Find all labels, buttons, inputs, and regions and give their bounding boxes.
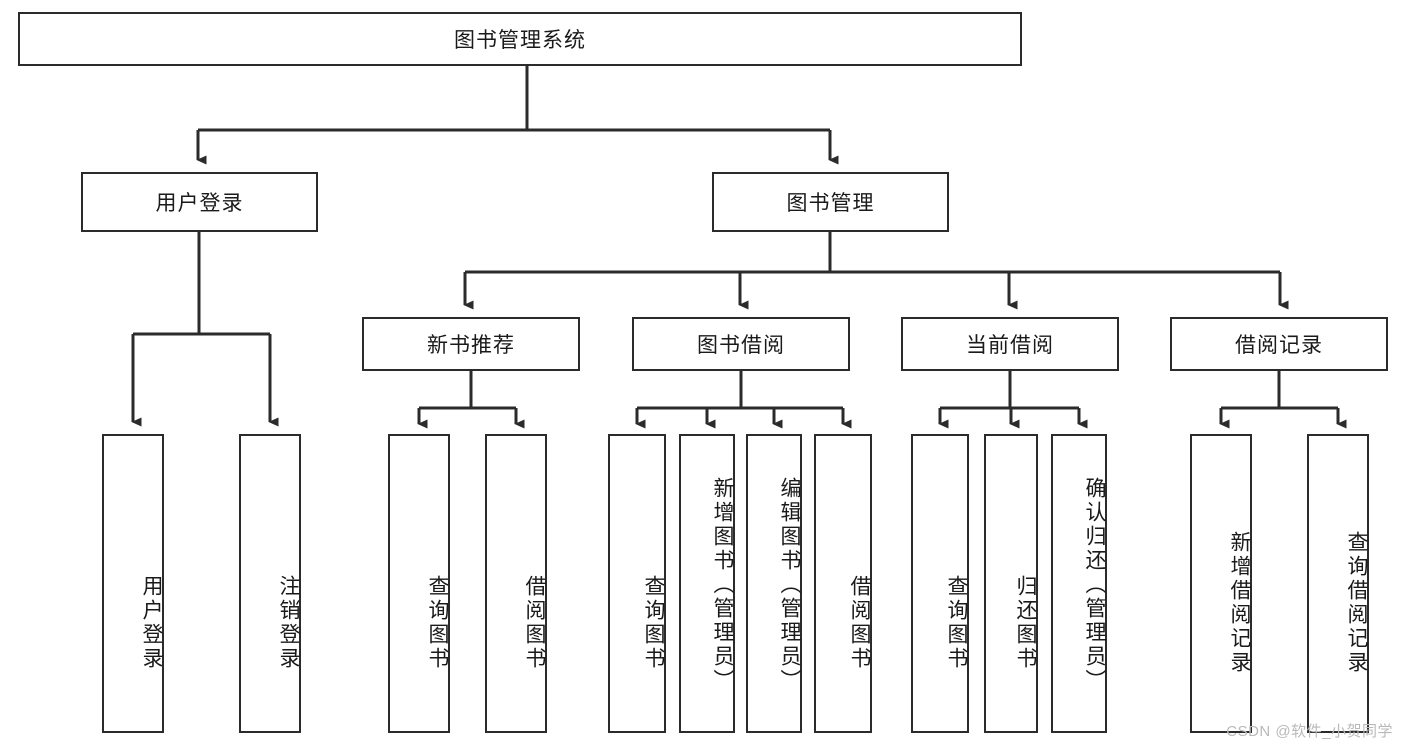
node-leaf-edit-book-label: 编辑图书（管理员） [778, 477, 801, 693]
node-user-login-label: 用户登录 [155, 192, 244, 215]
node-leaf-user-login[interactable]: 用户登录 [102, 434, 164, 733]
node-leaf-return-book[interactable]: 归还图书 [984, 434, 1038, 733]
node-new-book-rec-label: 新书推荐 [427, 334, 515, 357]
node-leaf-user-login-label: 用户登录 [140, 574, 163, 671]
node-user-login[interactable]: 用户登录 [81, 172, 318, 232]
node-leaf-borrow-book-2[interactable]: 借阅图书 [814, 434, 872, 733]
node-leaf-query-book-1[interactable]: 查询图书 [388, 434, 450, 733]
node-leaf-confirm-return[interactable]: 确认归还（管理员） [1051, 434, 1107, 733]
node-leaf-borrow-book-1[interactable]: 借阅图书 [485, 434, 547, 733]
node-book-borrow-label: 图书借阅 [697, 334, 785, 357]
node-leaf-add-record[interactable]: 新增借阅记录 [1190, 434, 1252, 733]
node-current-borrow-label: 当前借阅 [966, 334, 1054, 357]
node-leaf-query-book-1-label: 查询图书 [426, 574, 449, 671]
node-leaf-edit-book[interactable]: 编辑图书（管理员） [746, 434, 802, 733]
node-leaf-query-record[interactable]: 查询借阅记录 [1307, 434, 1369, 733]
node-leaf-query-book-2[interactable]: 查询图书 [608, 434, 666, 733]
node-leaf-borrow-book-1-label: 借阅图书 [523, 574, 546, 671]
node-borrow-record[interactable]: 借阅记录 [1170, 317, 1388, 371]
node-leaf-query-book-2-label: 查询图书 [642, 574, 665, 671]
node-leaf-add-book[interactable]: 新增图书（管理员） [679, 434, 735, 733]
node-book-borrow[interactable]: 图书借阅 [632, 317, 850, 371]
node-leaf-logout-label: 注销登录 [277, 574, 300, 671]
node-leaf-confirm-return-label: 确认归还（管理员） [1083, 477, 1106, 693]
node-book-manage-label: 图书管理 [786, 192, 875, 215]
node-book-manage[interactable]: 图书管理 [712, 172, 949, 232]
node-root[interactable]: 图书管理系统 [18, 12, 1022, 66]
node-leaf-query-record-label: 查询借阅记录 [1345, 530, 1368, 675]
node-current-borrow[interactable]: 当前借阅 [901, 317, 1119, 371]
node-new-book-rec[interactable]: 新书推荐 [362, 317, 580, 371]
node-borrow-record-label: 借阅记录 [1235, 334, 1323, 357]
node-leaf-add-book-label: 新增图书（管理员） [711, 477, 734, 693]
node-leaf-borrow-book-2-label: 借阅图书 [848, 574, 871, 671]
node-leaf-return-book-label: 归还图书 [1014, 574, 1037, 671]
node-leaf-add-record-label: 新增借阅记录 [1228, 530, 1251, 675]
node-root-label: 图书管理系统 [454, 29, 586, 52]
node-leaf-query-book-3-label: 查询图书 [945, 574, 968, 671]
node-leaf-logout[interactable]: 注销登录 [239, 434, 301, 733]
node-leaf-query-book-3[interactable]: 查询图书 [911, 434, 969, 733]
